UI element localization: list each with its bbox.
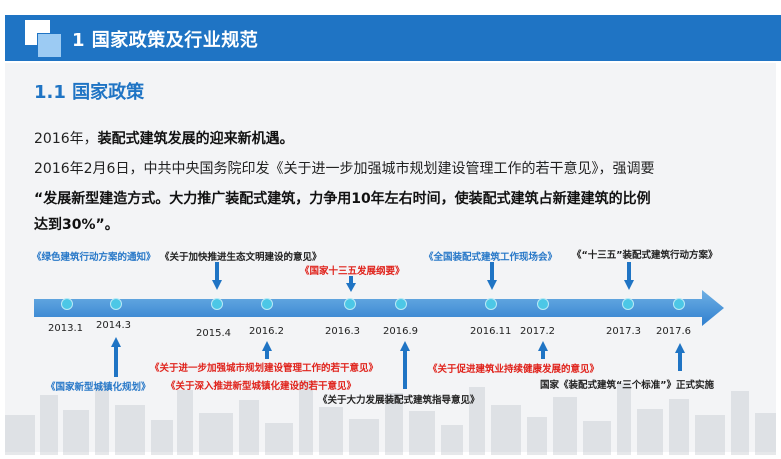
- timeline-date: 2014.3: [96, 320, 131, 331]
- timeline-dot: [485, 298, 497, 310]
- timeline-event-label: 《全国装配式建筑工作现场会》: [424, 252, 558, 263]
- up-arrow-icon: [262, 341, 272, 359]
- timeline-event-label: 《绿色建筑行动方案的通知》: [32, 252, 156, 263]
- paragraph-line-2: 2016年2月6日，中共中央国务院印发《关于进一步加强城市规划建设管理工作的若干…: [34, 161, 655, 177]
- down-arrow-icon: [212, 262, 222, 290]
- timeline-event-label: 《国家十三五发展纲要》: [300, 266, 405, 277]
- timeline-date: 2016.2: [249, 326, 284, 337]
- timeline-dot: [211, 298, 223, 310]
- up-arrow-icon: [675, 343, 685, 371]
- timeline-event-label: 《关于促进建筑业持续健康发展的意见》: [428, 364, 600, 375]
- timeline-date: 2017.2: [520, 326, 555, 337]
- timeline-event-label: 《关于加快推进生态文明建设的意见》: [160, 252, 322, 263]
- up-arrow-icon: [538, 341, 548, 359]
- timeline-dot: [61, 298, 73, 310]
- timeline-dot: [261, 298, 273, 310]
- section-title: 1 国家政策及行业规范: [72, 30, 259, 51]
- city-skyline-background: [5, 380, 776, 455]
- timeline-event-label: 国家《装配式建筑“三个标准”》正式实施: [540, 380, 714, 391]
- paragraph-line-4: 达到30%”。: [34, 217, 119, 233]
- timeline-date: 2017.6: [656, 326, 691, 337]
- timeline-dot: [110, 298, 122, 310]
- section-header-bar: [5, 15, 781, 61]
- timeline-event-label: 《关于大力发展装配式建筑指导意见》: [318, 395, 480, 406]
- paragraph-line-3: “发展新型建造方式。大力推广装配式建筑，力争用10年左右时间，使装配式建筑占新建…: [34, 191, 651, 207]
- timeline-event-label: 《关于深入推进新型城镇化建设的若干意见》: [166, 381, 357, 392]
- timeline-dot: [622, 298, 634, 310]
- timeline-dot: [395, 298, 407, 310]
- subsection-title: 1.1 国家政策: [34, 82, 145, 103]
- timeline-date: 2017.3: [606, 326, 641, 337]
- paragraph-line-1: 2016年，装配式建筑发展的迎来新机遇。: [34, 131, 294, 147]
- timeline-dot: [344, 298, 356, 310]
- timeline-date: 2016.3: [325, 326, 360, 337]
- timeline-event-label: 《国家新型城镇化规划》: [46, 382, 151, 393]
- timeline-date: 2016.9: [383, 326, 418, 337]
- timeline-event-label: 《“十三五”装配式建筑行动方案》: [572, 250, 718, 261]
- timeline-event-label: 《关于进一步加强城市规划建设管理工作的若干意见》: [150, 363, 379, 374]
- timeline-date: 2013.1: [48, 323, 83, 334]
- down-arrow-icon: [487, 262, 497, 290]
- square-logo-icon: [25, 20, 62, 58]
- timeline-dot: [673, 298, 685, 310]
- down-arrow-icon: [346, 276, 356, 292]
- timeline-date: 2016.11: [470, 326, 512, 337]
- timeline-dot: [537, 298, 549, 310]
- timeline-arrow-icon: [34, 290, 724, 326]
- up-arrow-icon: [111, 337, 121, 377]
- content-panel: [5, 63, 776, 452]
- up-arrow-icon: [400, 341, 410, 389]
- down-arrow-icon: [624, 262, 634, 290]
- timeline-date: 2015.4: [196, 328, 231, 339]
